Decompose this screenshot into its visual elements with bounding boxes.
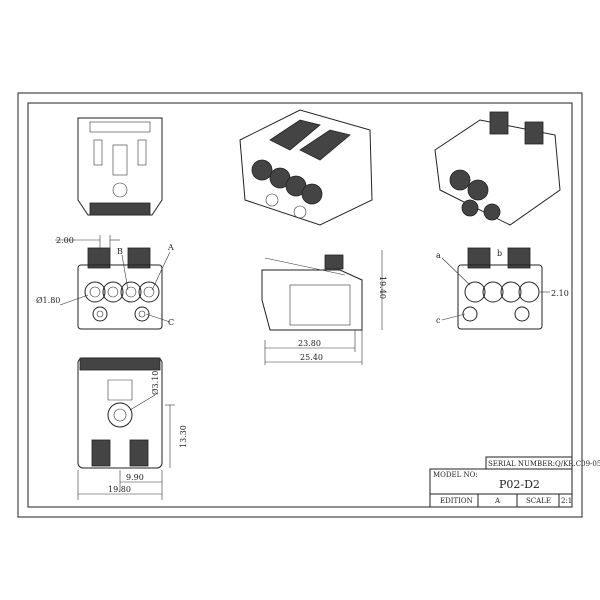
dim-gap-2-00: 2.00: [56, 236, 74, 245]
dim-bottom-height: 13.30: [179, 425, 188, 448]
top-view: [77, 117, 163, 216]
label-b-upper: B: [117, 247, 123, 256]
label-a-upper: A: [167, 243, 174, 252]
scale-label: SCALE: [526, 497, 551, 505]
dim-rear-gap: 2.10: [551, 289, 569, 298]
isometric-view-rear: [434, 111, 561, 226]
label-c-lower: c: [436, 316, 441, 325]
dim-bottom-hole-dia: Ø3.10: [151, 371, 160, 395]
edition-value: A: [494, 497, 501, 505]
outer-border: [17, 92, 583, 518]
label-b-lower: b: [497, 249, 502, 258]
dim-hole-dia: Ø1.80: [36, 296, 60, 305]
dim-bottom-width: 19.80: [108, 485, 131, 494]
side-view: [261, 250, 383, 365]
edition-label: EDITION: [440, 497, 473, 505]
title-block: [429, 456, 573, 508]
bottom-view: [77, 357, 175, 500]
front-view: [55, 235, 171, 330]
inner-border: [27, 102, 573, 508]
dim-side-inner-length: 23.80: [298, 339, 321, 348]
label-c-upper: C: [168, 318, 174, 327]
dim-side-total-length: 25.40: [300, 353, 323, 362]
label-a-lower: a: [436, 251, 441, 260]
serial-number: SERIAL NUMBER:Q/KR.C09-05-186: [488, 460, 600, 468]
isometric-view-front: [239, 109, 373, 226]
dim-bottom-half-width: 9.90: [126, 473, 144, 482]
model-value: P02-D2: [499, 478, 540, 491]
model-label: MODEL NO:: [433, 471, 478, 479]
scale-value: 2:1: [561, 497, 572, 505]
rear-view: [441, 247, 550, 330]
dim-side-height: 19.40: [378, 276, 387, 299]
